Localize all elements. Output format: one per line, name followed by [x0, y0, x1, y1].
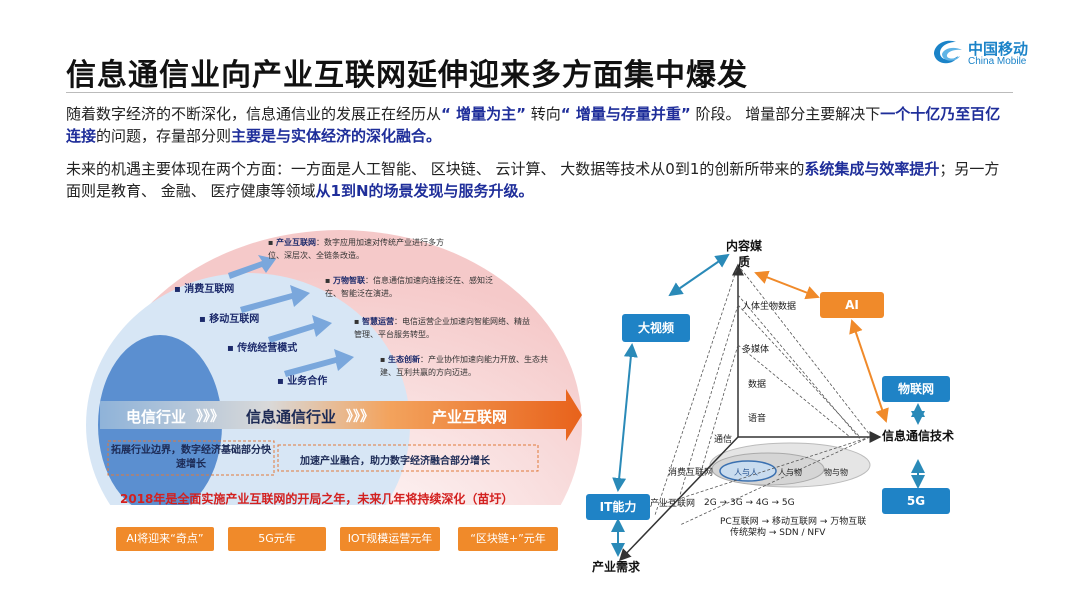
flow-arrow-3	[268, 315, 332, 343]
flow-arrow-4	[284, 349, 354, 377]
bullet-business-cooperation: ▪ 业务合作	[277, 376, 328, 387]
para1-text-3: 阶段。 增量部分主要解决下	[690, 105, 881, 123]
label-multimedia: 多媒体	[742, 345, 770, 355]
three-axis-diagram	[611, 253, 925, 562]
label-data: 数据	[748, 380, 767, 390]
link-video-content	[668, 253, 730, 297]
flow-arrow-2	[240, 285, 310, 313]
para1-highlight-2: “ 增量与存量并重”	[560, 105, 691, 123]
red-statement: 2018年是全面实施产业互联网的开局之年，未来几年将持续深化（苗圩）	[120, 492, 514, 506]
note-smart-operation: ▪ 智慧运营：电信运营企业加速向智能网络、精益管理、平台服务转型。	[354, 317, 530, 339]
evolution-arrow-band	[100, 389, 582, 441]
link-content-ai	[754, 270, 820, 300]
logo-chinese-text: 中国移动	[968, 40, 1029, 58]
industry-evolution-diagram	[86, 230, 582, 505]
tag-blockchain-year: “区块链+”元年	[458, 527, 558, 551]
box-ai: AI	[820, 292, 884, 318]
ellipse-label-person-person: 人与人	[734, 468, 758, 477]
note-ecosystem-innovation: ▪ 生态创新：产业协作加速向能力开放、生态共建、互利共赢的方向迈进。	[380, 355, 548, 377]
side-label-consumer-internet: 消费互联网	[668, 468, 714, 478]
axis-label-content-media: 内容媒质	[725, 239, 762, 269]
para1-highlight-4: 主要是与实体经济的深化融合。	[231, 127, 442, 145]
band-ict-industry: 信息通信行业	[246, 408, 337, 426]
band-chevron-1: 》》》	[196, 409, 224, 425]
label-voice: 语音	[748, 414, 767, 424]
flow-arrow-1	[228, 255, 276, 279]
tag-ai-singularity: AI将迎来“奇点”	[116, 527, 214, 551]
china-mobile-swirl-icon	[934, 40, 962, 64]
subbox-right	[277, 444, 539, 472]
para2-highlight-2: 从1到N的场景发现与服务升级。	[315, 182, 534, 200]
page-title: 信息通信业向产业互联网延伸迎来多方面集中爆发	[66, 58, 748, 93]
band-chevron-2: 》》》	[346, 409, 374, 425]
intro-paragraph-1: 随着数字经济的不断深化，信息通信业的发展正在经历从“ 增量为主” 转向“ 增量与…	[66, 103, 1006, 147]
tag-iot-year: IOT规模运营元年	[340, 527, 440, 551]
side-label-industry-internet: 产业互联网	[650, 499, 696, 509]
label-communication: 通信	[714, 435, 733, 445]
para1-text-2: 转向	[525, 105, 561, 123]
para1-text-1: 随着数字经济的不断深化，信息通信业的发展正在经历从	[66, 105, 442, 123]
title-divider	[66, 92, 1013, 93]
bullet-traditional-model: ▪ 传统经营模式	[227, 343, 298, 354]
band-telecom-industry: 电信行业	[126, 408, 187, 426]
subtext-expand-boundary: 拓展行业边界，数字经济基础部分快速增长	[111, 445, 271, 470]
row-internet-evolution: PC互联网 → 移动互联网 → 万物互联	[720, 517, 867, 527]
para1-text-4: 的问题，存量部分则	[96, 127, 232, 145]
para1-highlight-3: 一个十亿乃至百亿连接	[66, 105, 1001, 145]
ellipse-person-person	[719, 460, 777, 482]
ellipse-label-person-thing: 人与物	[778, 468, 802, 477]
bullet-consumer-internet: ▪ 消费互联网	[174, 284, 235, 295]
intro-paragraph-2: 未来的机遇主要体现在两个方面：一方面是人工智能、 区块链、 云计算、 大数据等技…	[66, 158, 1006, 202]
axis-label-industry-demand: 产业需求	[592, 560, 641, 574]
note-industry-internet: ▪ 产业互联网：数字应用加速对传统产业进行多方位、深层次、全链条改造。	[268, 238, 444, 260]
subtext-accelerate-fusion: 加速产业融合，助力数字经济融合部分增长	[300, 456, 490, 467]
link-video-it	[612, 343, 638, 492]
china-mobile-logo: 中国移动 China Mobile	[930, 36, 1050, 72]
bullet-mobile-internet: ▪ 移动互联网	[199, 314, 260, 325]
link-ai-ict	[849, 319, 889, 423]
para1-highlight-1: “ 增量为主”	[441, 105, 526, 123]
axis-label-ict: 信息通信技术	[882, 429, 955, 443]
para2-text-1: 未来的机遇主要体现在两个方面：一方面是人工智能、 区块链、 云计算、 大数据等技…	[66, 160, 805, 178]
tag-5g-year: 5G元年	[228, 527, 326, 551]
box-5g: 5G	[882, 488, 950, 514]
box-it-capability: IT能力	[586, 494, 650, 520]
subbox-left	[107, 440, 275, 476]
box-iot: 物联网	[882, 376, 950, 402]
logo-english-text: China Mobile	[968, 56, 1027, 67]
row-network-generations: 2G → 3G → 4G → 5G	[704, 498, 795, 508]
band-industry-internet: 产业互联网	[432, 408, 508, 426]
label-human-bio-data: 人体生物数据	[742, 302, 797, 312]
row-architecture-evolution: 传统架构 → SDN / NFV	[730, 528, 826, 538]
note-smart-iot: ▪ 万物智联：信息通信加速向连接泛在、感知泛在、智能泛在演进。	[325, 276, 493, 298]
para2-text-2: ；另一方面则是教育、 金融、 医疗健康等领域	[66, 160, 1000, 200]
box-big-video: 大视频	[622, 314, 690, 342]
ellipse-label-thing-thing: 物与物	[824, 468, 848, 477]
para2-highlight-1: 系统集成与效率提升	[804, 160, 940, 178]
